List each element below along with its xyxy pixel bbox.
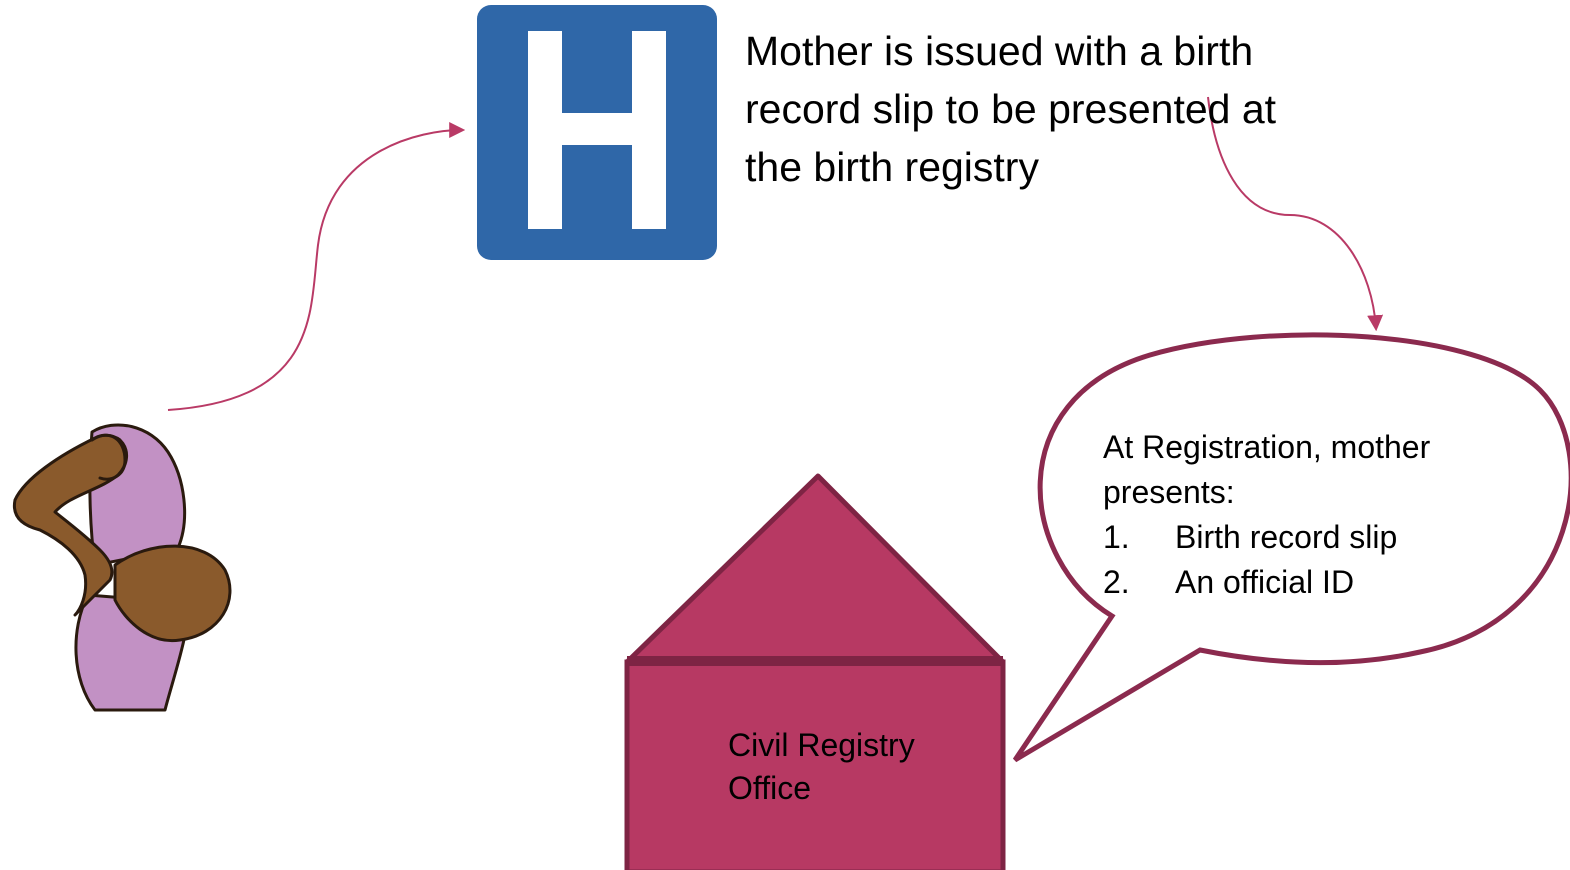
list-item-number: 2. bbox=[1103, 564, 1130, 600]
speech-bubble bbox=[1012, 332, 1570, 763]
office-label: Civil Registry Office bbox=[728, 727, 915, 806]
arrow-hospital-to-registry bbox=[1207, 96, 1384, 332]
list-item: 2. An official ID bbox=[1103, 560, 1523, 605]
registration-requirements: At Registration, mother presents: 1. Bir… bbox=[1103, 425, 1523, 605]
civil-registry-office-icon bbox=[624, 473, 1006, 870]
list-item: 1. Birth record slip bbox=[1103, 515, 1523, 560]
list-item-text: An official ID bbox=[1175, 564, 1355, 600]
hospital-note: Mother is issued with a birth record sli… bbox=[745, 28, 1277, 190]
hospital-icon bbox=[477, 5, 717, 260]
list-item-text: Birth record slip bbox=[1175, 519, 1398, 555]
list-item-number: 1. bbox=[1103, 519, 1130, 555]
pregnant-mother-icon bbox=[12, 423, 232, 712]
bubble-intro: At Registration, mother presents: bbox=[1103, 429, 1431, 510]
arrow-mother-to-hospital bbox=[167, 122, 466, 411]
